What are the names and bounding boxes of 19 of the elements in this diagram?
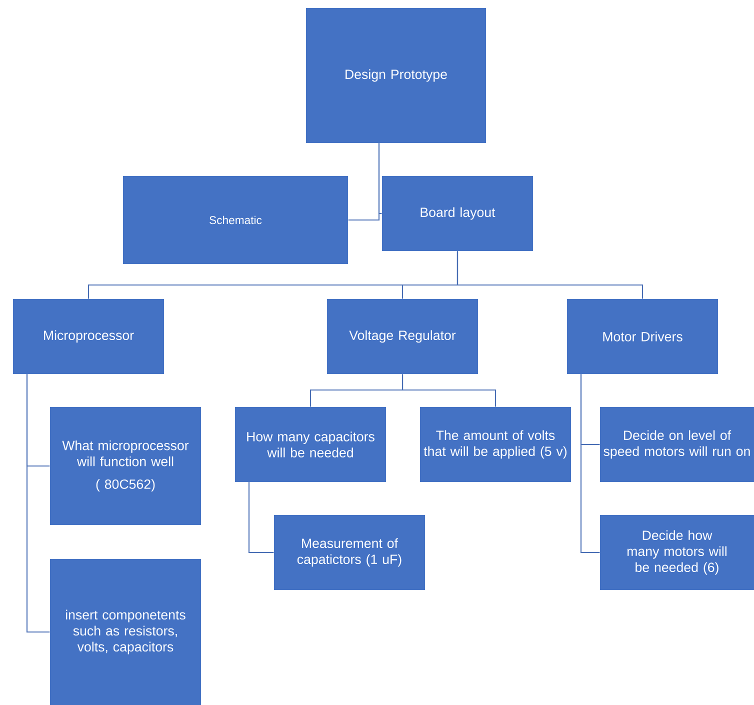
process-box: Schematic <box>123 176 348 264</box>
connector <box>26 374 50 633</box>
process-box: Decide on level of speed motors will run on <box>600 406 754 482</box>
connector <box>378 142 382 214</box>
process-box: insert componetents such as resistors, volts, capacitors <box>50 558 201 705</box>
process-box: Decide how many motors will be needed (6) <box>600 514 754 590</box>
connector <box>456 251 644 299</box>
process-box: Motor Drivers <box>567 298 718 374</box>
connector <box>248 482 274 554</box>
process-box: The amount of volts that will be applied (5 v) <box>420 406 571 482</box>
connector <box>402 374 496 407</box>
connector <box>580 374 600 554</box>
process-box: Design Prototype <box>306 8 486 143</box>
process-box: Board layout <box>382 176 533 251</box>
process-box: Microprocessor <box>13 298 164 374</box>
process-box: Voltage Regulator <box>327 298 478 374</box>
process-box: How many capacitors will be needed <box>235 406 386 482</box>
process-box: Measurement of capatictors (1 uF) <box>274 514 425 590</box>
process-box: What microprocessor will function well ( 80C562) <box>50 406 201 525</box>
